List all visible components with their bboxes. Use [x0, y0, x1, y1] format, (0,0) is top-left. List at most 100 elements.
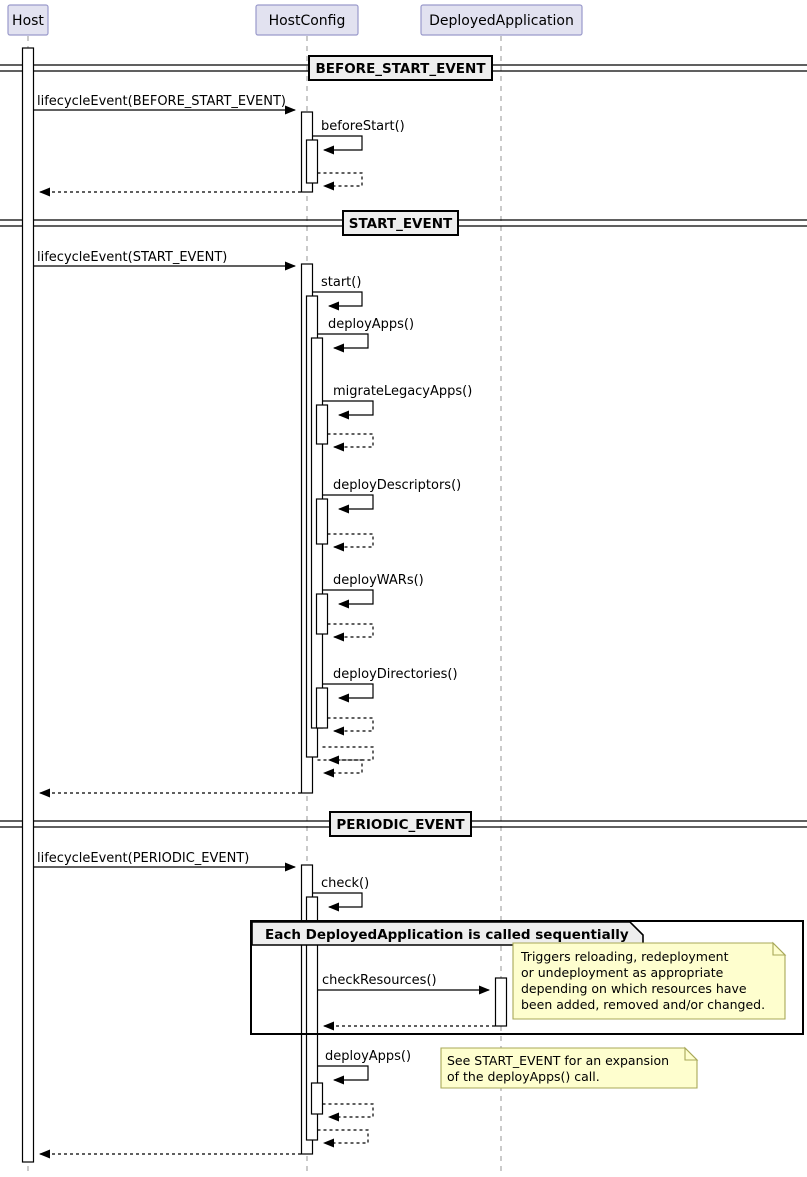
- note-body-shape: [512, 942, 786, 1020]
- message-label: checkResources(): [322, 973, 437, 988]
- message-label: deployDirectories(): [333, 667, 458, 682]
- note-line-2: of the deployApps() call.: [447, 1069, 600, 1084]
- divider-label: BEFORE_START_EVENT: [315, 61, 486, 77]
- divider-start-event: START_EVENT: [0, 210, 807, 236]
- divider-box: [329, 811, 472, 837]
- activation-hostconfig-periodic-deployapps-self: [310, 1082, 324, 1115]
- note-line-1: See START_EVENT for an expansion: [447, 1053, 669, 1068]
- message-label: beforeStart(): [321, 119, 405, 134]
- message-start-self-return: [317, 759, 363, 778]
- message-check-self: check(): [312, 876, 369, 912]
- message-self-return-path: [317, 759, 363, 778]
- message-deploywars-self: deployWARs(): [322, 573, 424, 609]
- divider-box: [342, 210, 459, 236]
- message-label: deployApps(): [325, 1049, 411, 1064]
- message-deploydirectories-self-return: [327, 717, 374, 736]
- message-label: lifecycleEvent(PERIODIC_EVENT): [37, 851, 249, 866]
- message-label: start(): [321, 275, 361, 290]
- activation-hostconfig-migratelegacyapps-self: [315, 404, 329, 445]
- activation-hostconfig-check-self: [305, 896, 319, 1141]
- activation-hostconfig-deploydescriptors-self: [315, 498, 329, 545]
- participant-deployedapplication[interactable]: DeployedApplication: [420, 4, 583, 36]
- message-lifecycleevent-start-event: lifecycleEvent(START_EVENT): [33, 250, 296, 271]
- divider-before-start-event: BEFORE_START_EVENT: [0, 55, 807, 81]
- divider-label: PERIODIC_EVENT: [336, 817, 465, 833]
- message-label: migrateLegacyApps(): [333, 384, 472, 399]
- message-self-path: [322, 683, 374, 703]
- divider-label: START_EVENT: [349, 216, 453, 232]
- message-deploydescriptors-self: deployDescriptors(): [322, 478, 461, 514]
- divider-periodic-event: PERIODIC_EVENT: [0, 811, 807, 837]
- message-label: deployDescriptors(): [333, 478, 461, 493]
- note-line-2: or undeployment as appropriate: [521, 965, 724, 980]
- message-lifecycleevent-periodic-event: lifecycleEvent(PERIODIC_EVENT): [33, 851, 296, 872]
- message-self-path: [312, 892, 363, 912]
- message-checkresources: checkResources(): [317, 973, 490, 995]
- message-deploywars-self-return: [327, 623, 374, 642]
- participant-hostconfig[interactable]: HostConfig: [255, 4, 359, 36]
- participant-host[interactable]: Host: [7, 4, 49, 36]
- message-label: deployWARs(): [333, 573, 424, 588]
- group-frame-label: Each DeployedApplication is called seque…: [265, 927, 629, 943]
- message-self-return-path: [327, 433, 374, 452]
- message-start-self: start(): [312, 275, 363, 311]
- note-fold-corner: [684, 1046, 699, 1061]
- note-line-1: Triggers reloading, redeployment: [520, 949, 729, 964]
- message-label: deployApps(): [328, 317, 414, 332]
- activations-layer: [21, 47, 508, 1163]
- activation-hostconfig-beforestart-self: [305, 139, 319, 184]
- message-deployapps-self-return: [322, 746, 374, 765]
- message-beforestart-self-return: [317, 172, 363, 191]
- note-line-4: been added, removed and/or changed.: [521, 997, 765, 1012]
- activation-hostconfig-deploydirectories-self: [315, 687, 329, 729]
- group-frame-box: [250, 920, 804, 1035]
- message-deployapps-self: deployApps(): [317, 317, 414, 353]
- participant-label: Host: [12, 13, 44, 29]
- message-self-return-path: [322, 1103, 374, 1122]
- note-check-resources: Triggers reloading, redeployment or unde…: [512, 941, 787, 1020]
- message-self-path: [317, 1065, 369, 1085]
- divider-box: [308, 55, 493, 81]
- message-deploydirectories-self: deployDirectories(): [322, 667, 458, 703]
- message-label: lifecycleEvent(START_EVENT): [37, 250, 227, 265]
- lifelines-layer: [27, 36, 502, 1172]
- message-self-path: [322, 494, 374, 514]
- message-lifecycleevent-before-start-event: lifecycleEvent(BEFORE_START_EVENT): [33, 94, 296, 115]
- message-self-return-path: [322, 746, 374, 765]
- activation-host-root: [21, 47, 35, 1163]
- participant-label: DeployedApplication: [429, 13, 574, 29]
- message-periodic-deployapps-self: deployApps(): [317, 1049, 411, 1085]
- message-deploydescriptors-self-return: [327, 533, 374, 552]
- message-label: check(): [321, 876, 369, 891]
- messages-layer: lifecycleEvent(BEFORE_START_EVENT) befor…: [33, 94, 472, 912]
- activation-deployedapplication-checkresources: [494, 977, 508, 1027]
- note-body-shape: [440, 1047, 698, 1089]
- message-self-return-path: [317, 172, 363, 191]
- message-migratelegacyapps-self-return: [327, 433, 374, 452]
- group-frame-tab: [251, 921, 644, 946]
- participant-box[interactable]: [255, 4, 359, 36]
- trailing-messages-layer: deployApps(): [39, 1049, 411, 1159]
- participant-label: HostConfig: [269, 13, 346, 29]
- message-self-path: [312, 135, 363, 155]
- message-migratelegacyapps-self: migrateLegacyApps(): [322, 384, 472, 420]
- message-beforestart-self: beforeStart(): [312, 119, 405, 155]
- note-deploy-apps: See START_EVENT for an expansion of the …: [440, 1046, 699, 1089]
- message-self-return-path: [317, 1129, 369, 1148]
- note-line-3: depending on which resources have: [521, 981, 747, 996]
- note-fold-corner: [772, 941, 787, 956]
- message-self-return-path: [327, 623, 374, 642]
- message-self-return-path: [327, 717, 374, 736]
- group-messages-layer: checkResources(): [317, 973, 495, 1031]
- message-periodic-deployapps-self-return: [322, 1103, 374, 1122]
- message-label: lifecycleEvent(BEFORE_START_EVENT): [37, 94, 286, 109]
- message-self-path: [312, 291, 363, 311]
- message-self-path: [322, 589, 374, 609]
- message-self-path: [317, 333, 369, 353]
- participant-box[interactable]: [7, 4, 49, 36]
- message-self-path: [322, 400, 374, 420]
- message-check-self-return: [317, 1129, 369, 1148]
- participant-box[interactable]: [420, 4, 583, 36]
- group-each-deployed-application: Each DeployedApplication is called seque…: [250, 920, 804, 1035]
